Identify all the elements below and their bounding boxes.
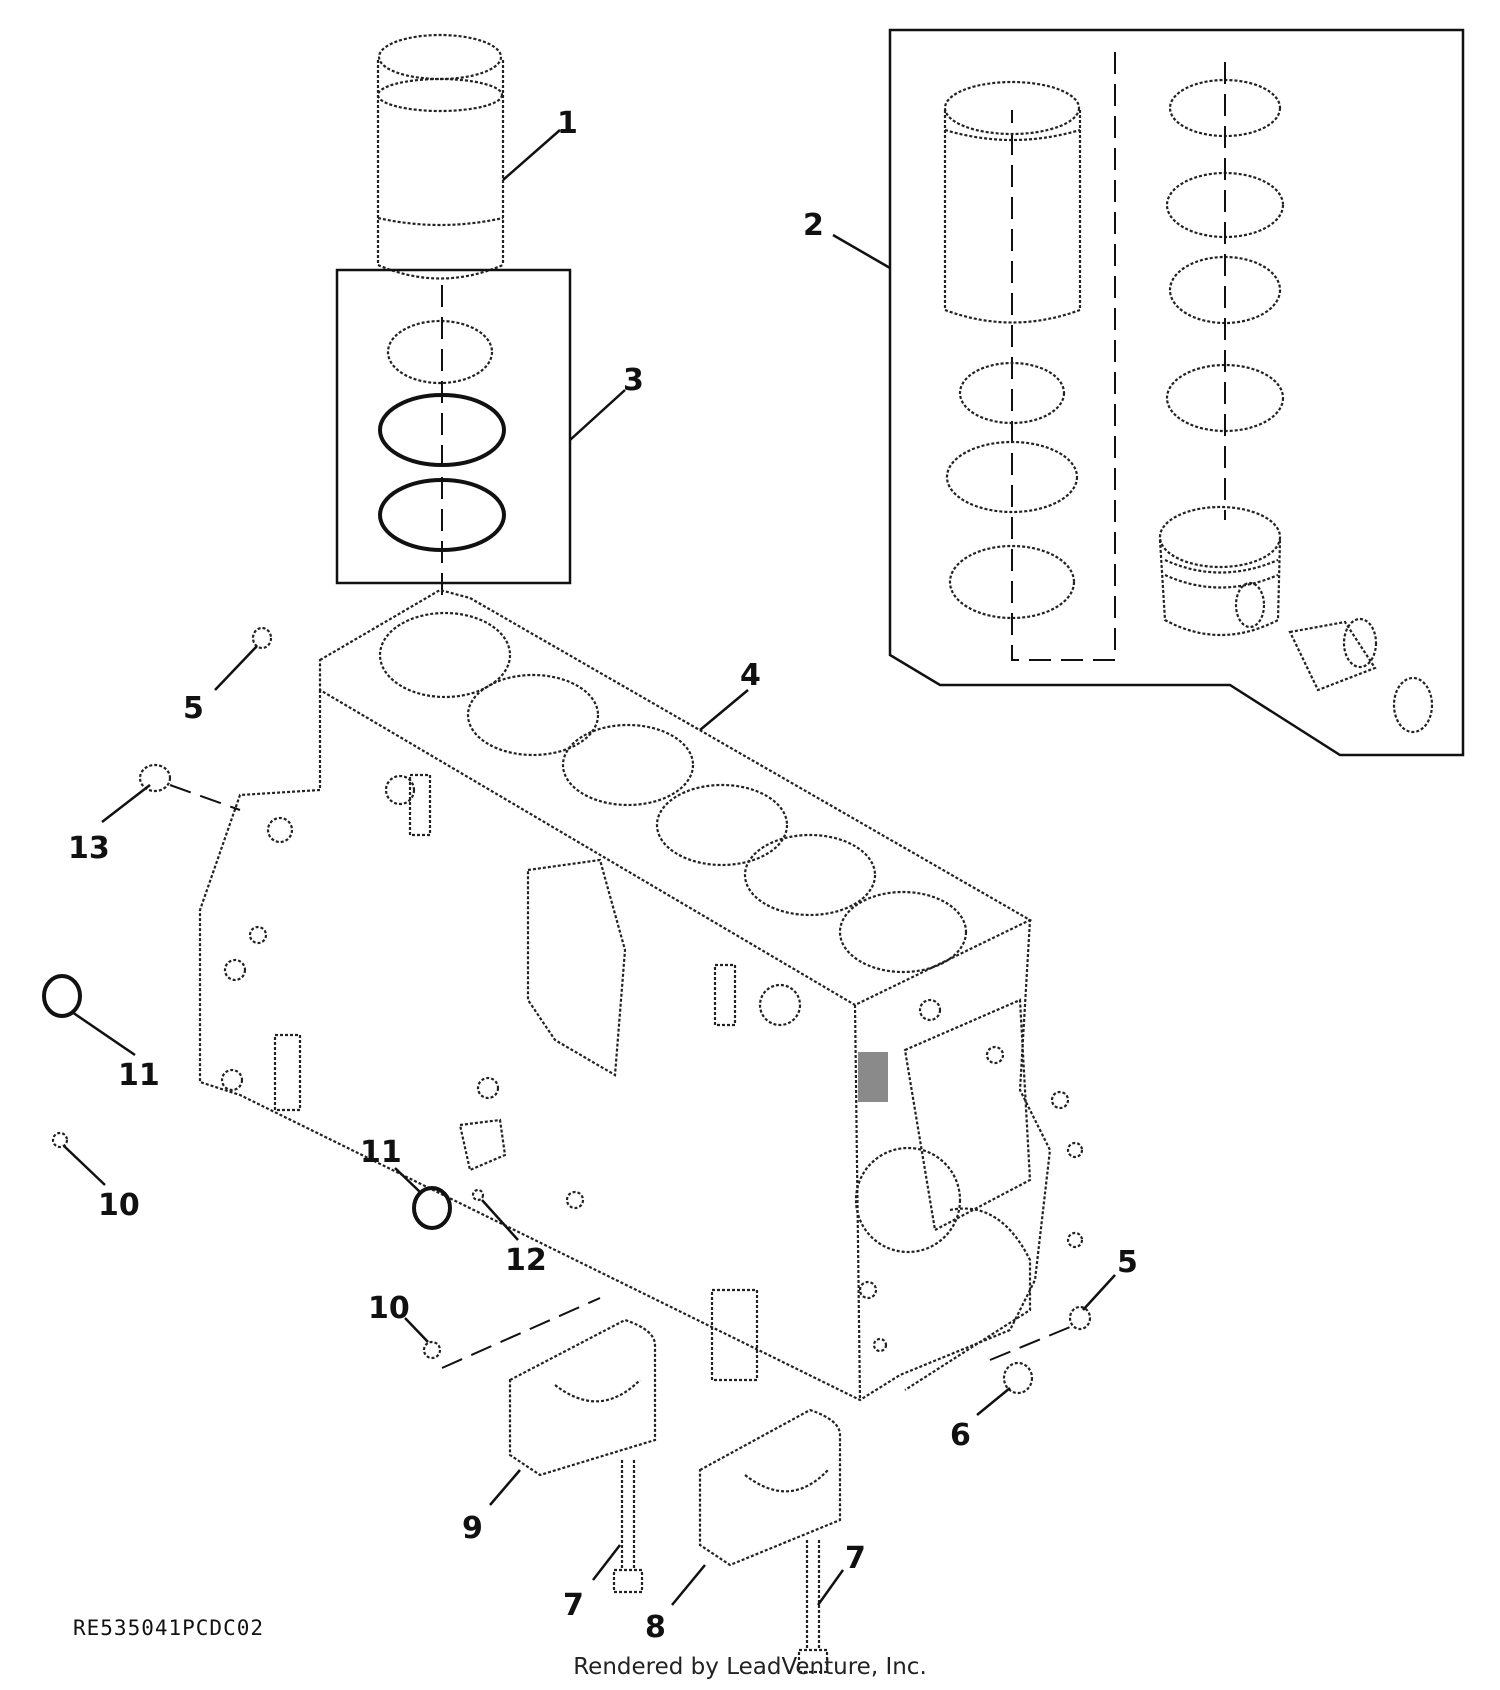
main-bearing-cap-part-9[interactable] xyxy=(508,1318,657,1477)
overhaul-kit-part-2[interactable] xyxy=(888,28,1465,757)
callout-13[interactable]: 13 xyxy=(68,831,110,866)
callout-1[interactable]: 1 xyxy=(557,106,578,141)
callout-5-upper[interactable]: 5 xyxy=(183,691,204,726)
leader-lines xyxy=(63,129,1116,1606)
liner-seal-kit-part-3[interactable] xyxy=(335,268,572,605)
callout-11-left[interactable]: 11 xyxy=(118,1058,160,1093)
plug-part-10-lower[interactable] xyxy=(422,1340,442,1360)
plug-part-5-upper[interactable] xyxy=(251,626,273,650)
plug-part-6[interactable] xyxy=(1002,1361,1034,1395)
main-bearing-cap-part-8[interactable] xyxy=(698,1408,842,1567)
callout-5-lower[interactable]: 5 xyxy=(1117,1245,1138,1280)
cylinder-liner-part-1[interactable] xyxy=(376,33,505,280)
callout-2[interactable]: 2 xyxy=(803,208,824,243)
callout-3[interactable]: 3 xyxy=(623,363,644,398)
callout-7-left[interactable]: 7 xyxy=(563,1588,584,1623)
callout-12[interactable]: 12 xyxy=(505,1243,547,1278)
callout-10-left[interactable]: 10 xyxy=(98,1188,140,1223)
callout-6[interactable]: 6 xyxy=(950,1418,971,1453)
callout-10-lower[interactable]: 10 xyxy=(368,1291,410,1326)
footer-credit: Rendered by LeadVenture, Inc. xyxy=(573,1654,927,1680)
cap-bolt-part-7-right[interactable] xyxy=(797,1540,829,1674)
callout-9[interactable]: 9 xyxy=(462,1511,483,1546)
cylinder-block-part-4[interactable] xyxy=(198,588,1084,1402)
plug-part-10-left[interactable] xyxy=(51,1131,69,1149)
plug-part-11-left[interactable] xyxy=(42,974,82,1018)
callout-11-center[interactable]: 11 xyxy=(360,1135,402,1170)
callout-labels: 1 2 3 4 5 5 6 7 7 8 9 10 10 11 11 12 13 xyxy=(68,106,1138,1645)
diagram-reference-code: RE535041PCDC02 xyxy=(73,1616,265,1640)
callout-7-right[interactable]: 7 xyxy=(845,1541,866,1576)
plug-part-11-center[interactable] xyxy=(412,1186,452,1230)
plug-part-5-lower[interactable] xyxy=(1068,1305,1092,1331)
plug-part-13[interactable] xyxy=(138,763,172,793)
cap-bolt-part-7-left[interactable] xyxy=(612,1460,644,1594)
callout-8[interactable]: 8 xyxy=(645,1610,666,1645)
dowel-part-12[interactable] xyxy=(471,1188,485,1202)
callout-4[interactable]: 4 xyxy=(740,658,761,693)
